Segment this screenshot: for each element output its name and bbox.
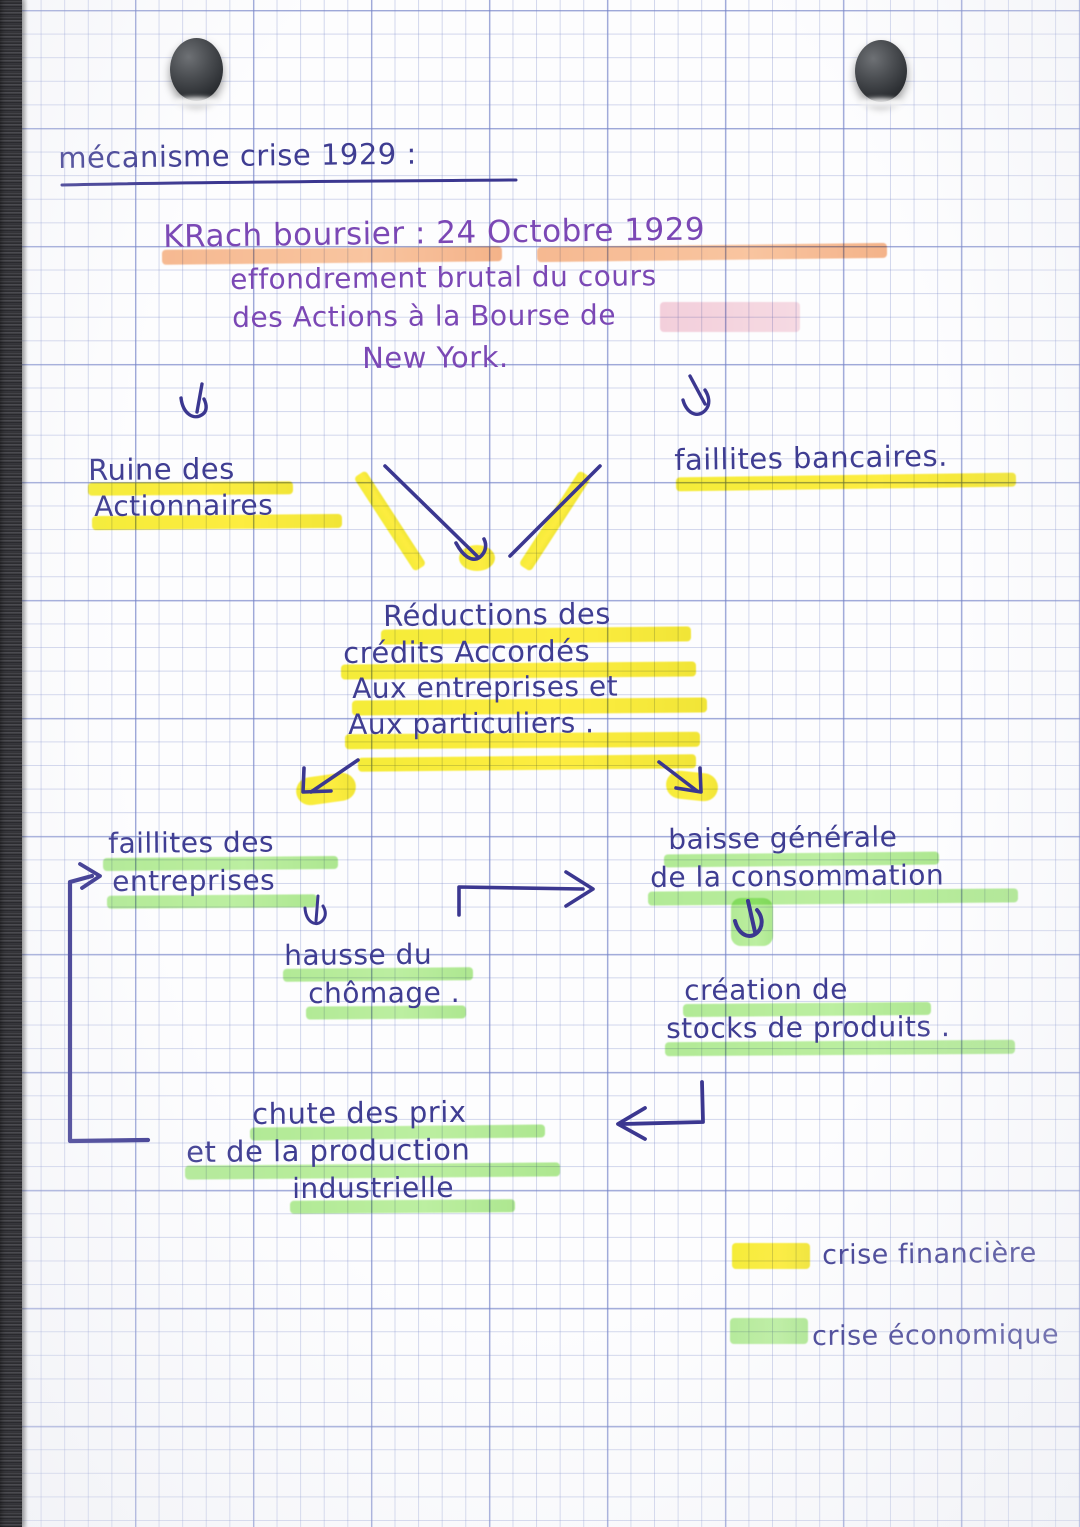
- node-krach-line1: effondrement brutal du cours: [230, 259, 657, 296]
- binder-shadow: [22, 0, 28, 1527]
- node-stocks-line2: stocks de produits .: [666, 1010, 951, 1045]
- node-reductions-line3: Aux entreprises et: [352, 669, 619, 705]
- highlight-arrow-fan-right: [664, 769, 720, 803]
- node-chomage-line2: chômage .: [308, 975, 461, 1010]
- node-reductions-line2: crédits Accordés: [343, 633, 591, 670]
- node-ruine-line1: Ruine des: [88, 451, 235, 487]
- node-faillites-entreprises-line1: faillites des: [108, 825, 275, 860]
- highlight-arrow-fan-left: [294, 770, 358, 808]
- highlight-arrow-v-left: [353, 470, 427, 572]
- node-chute-line3: industrielle: [292, 1170, 455, 1205]
- highlight-arrow-v-right: [518, 470, 592, 572]
- highlight-bourse-smudge: [660, 302, 800, 332]
- node-ruine-line2: Actionnaires: [94, 488, 274, 523]
- node-reductions-line1: Réductions des: [383, 596, 612, 633]
- magnet-left: [170, 38, 223, 101]
- binder-strip: [0, 0, 22, 1527]
- arrowhead-chute-to-entreprises: [78, 862, 102, 890]
- node-chute-line1: chute des prix: [252, 1094, 467, 1131]
- legend-swatch-financiere: [732, 1243, 810, 1269]
- node-krach-line2: des Actions à la Bourse de: [232, 298, 617, 334]
- node-reductions-line4: Aux particuliers .: [348, 706, 595, 741]
- page-title: mécanisme crise 1929 :: [58, 136, 417, 175]
- arrow-chute-to-entreprises: [67, 873, 151, 1144]
- magnet-right: [855, 40, 907, 102]
- node-faillites-bancaires: faillites bancaires.: [674, 438, 949, 477]
- node-faillites-entreprises-line2: entreprises: [112, 863, 276, 898]
- legend-label-economique: crise économique: [812, 1319, 1060, 1352]
- arrow-chomage-to-conso: [457, 885, 585, 917]
- arrow-krach-to-faillites: [681, 374, 711, 416]
- node-baisse-conso-line1: baisse générale: [668, 820, 898, 856]
- title-underline: [60, 178, 518, 187]
- node-krach-line3: New York.: [362, 339, 509, 375]
- node-chomage-line1: hausse du: [284, 937, 433, 972]
- legend-swatch-economique: [730, 1318, 808, 1344]
- node-chute-line2: et de la production: [186, 1132, 471, 1169]
- node-stocks-line1: création de: [684, 972, 849, 1007]
- legend-label-financiere: crise financière: [822, 1237, 1037, 1271]
- arrow-krach-to-ruine: [179, 382, 208, 419]
- arrowhead-stocks-to-chute: [616, 1106, 647, 1141]
- arrow-stocks-to-chute: [621, 1080, 705, 1126]
- node-krach-heading: KRach boursier : 24 Octobre 1929: [163, 211, 706, 255]
- arrowhead-chomage-to-conso: [564, 870, 595, 908]
- highlight-arrow-fan-bar: [357, 754, 697, 772]
- highlight-arrow-v-tip: [459, 545, 495, 571]
- highlight-arrow-conso-stocks: [731, 898, 773, 946]
- node-baisse-conso-line2: de la consommation: [650, 858, 945, 894]
